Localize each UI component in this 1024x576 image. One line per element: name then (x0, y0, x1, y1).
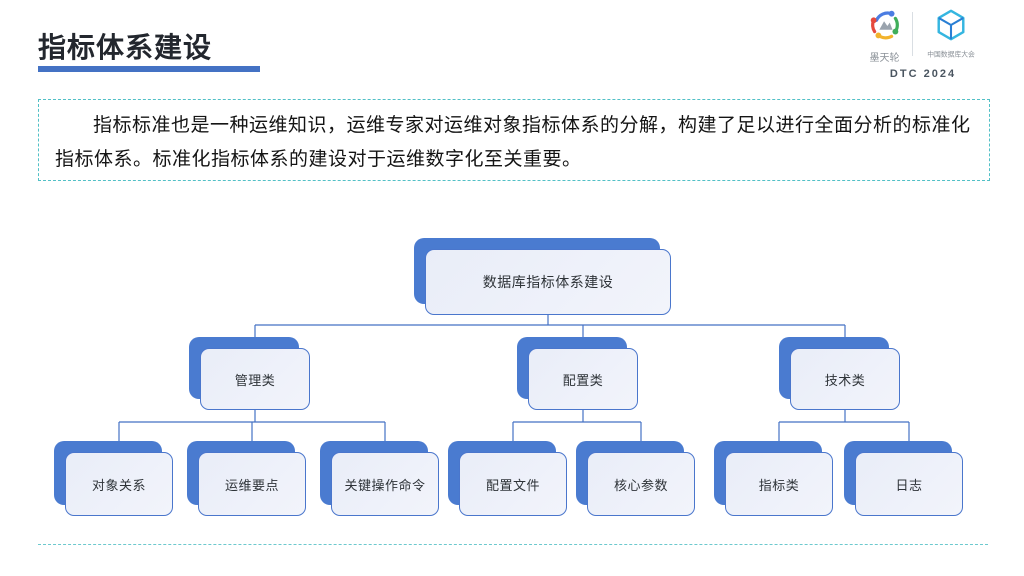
node-metrics-class-label: 指标类 (725, 452, 833, 516)
node-root: 数据库指标体系建设 (414, 238, 671, 315)
node-key-operation-commands: 关键操作命令 (320, 441, 439, 516)
node-object-relations: 对象关系 (54, 441, 173, 516)
node-config-files-label: 配置文件 (459, 452, 567, 516)
right-logo-name: 中国数据库大会 (926, 50, 975, 59)
node-logs: 日志 (844, 441, 963, 516)
title-underline (38, 66, 260, 72)
node-configuration: 配置类 (517, 337, 638, 410)
intro-box: 指标标准也是一种运维知识，运维专家对运维对象指标体系的分解，构建了足以进行全面分… (38, 99, 990, 181)
node-metrics-class: 指标类 (714, 441, 833, 516)
left-logo-name: 墨天轮 (869, 53, 900, 64)
node-technical: 技术类 (779, 337, 900, 410)
modb-logo-icon (868, 8, 902, 47)
node-core-parameters: 核心参数 (576, 441, 695, 516)
node-config-files: 配置文件 (448, 441, 567, 516)
event-label: DTC 2024 (889, 68, 957, 80)
intro-text: 指标标准也是一种运维知识，运维专家对运维对象指标体系的分解，构建了足以进行全面分… (55, 115, 971, 170)
node-root-label: 数据库指标体系建设 (425, 249, 671, 315)
node-configuration-label: 配置类 (528, 348, 638, 410)
node-ops-key-points-label: 运维要点 (198, 452, 306, 516)
dtc-cube-icon (934, 8, 968, 47)
left-logo: 墨天轮 (868, 8, 902, 64)
node-key-operation-commands-label: 关键操作命令 (331, 452, 439, 516)
node-management: 管理类 (189, 337, 310, 410)
logo-divider (911, 12, 913, 56)
bottom-divider (38, 544, 988, 545)
node-technical-label: 技术类 (790, 348, 900, 410)
page-title: 指标体系建设 (38, 32, 213, 63)
node-core-parameters-label: 核心参数 (587, 452, 695, 516)
brand-area: 墨天轮 中国数据库大会 DTC 2024 (848, 8, 998, 80)
node-logs-label: 日志 (855, 452, 963, 516)
node-object-relations-label: 对象关系 (65, 452, 173, 516)
right-logo: 中国数据库大会 (923, 8, 979, 60)
node-management-label: 管理类 (200, 348, 310, 410)
node-ops-key-points: 运维要点 (187, 441, 306, 516)
